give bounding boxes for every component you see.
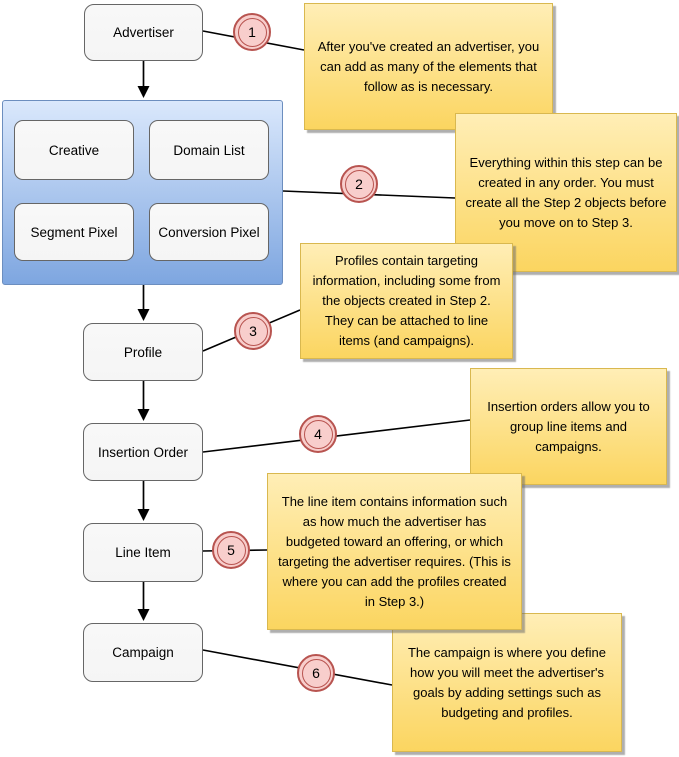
step-circle-5: 5 bbox=[212, 531, 250, 569]
note-1: After you've created an advertiser, you … bbox=[304, 3, 553, 130]
node-line-item: Line Item bbox=[83, 523, 203, 582]
step-1-number: 1 bbox=[248, 24, 256, 40]
note-5-text: The line item contains information such … bbox=[278, 493, 511, 609]
node-profile: Profile bbox=[83, 323, 203, 381]
step-circle-4-ring: 4 bbox=[303, 419, 333, 449]
step-circle-5-ring: 5 bbox=[216, 535, 246, 565]
step2-group-container: Creative Domain List Segment Pixel Conve… bbox=[2, 100, 283, 285]
note-6: The campaign is where you define how you… bbox=[392, 613, 622, 752]
note-5: The line item contains information such … bbox=[267, 473, 522, 630]
note-1-text: After you've created an advertiser, you … bbox=[317, 38, 540, 94]
node-creative: Creative bbox=[14, 120, 134, 180]
step-circle-3: 3 bbox=[234, 312, 272, 350]
step-circle-4: 4 bbox=[299, 415, 337, 453]
step-circle-3-ring: 3 bbox=[238, 316, 268, 346]
note-6-text: The campaign is where you define how you… bbox=[407, 644, 606, 720]
node-advertiser-label: Advertiser bbox=[113, 25, 174, 40]
node-segment-pixel-label: Segment Pixel bbox=[30, 224, 118, 240]
node-advertiser: Advertiser bbox=[84, 4, 203, 61]
step-circle-1-ring: 1 bbox=[237, 17, 267, 47]
step-circle-6: 6 bbox=[297, 654, 335, 692]
node-creative-label: Creative bbox=[48, 142, 100, 158]
node-campaign-label: Campaign bbox=[112, 645, 174, 660]
step-3-number: 3 bbox=[249, 323, 257, 339]
note-4: Insertion orders allow you to group line… bbox=[470, 368, 667, 485]
node-profile-label: Profile bbox=[123, 344, 163, 360]
node-campaign: Campaign bbox=[83, 623, 203, 682]
node-insertion-order: Insertion Order bbox=[83, 423, 203, 481]
step-6-number: 6 bbox=[312, 665, 320, 681]
step-2-number: 2 bbox=[355, 176, 363, 192]
node-domain-list: Domain List bbox=[149, 120, 269, 180]
note-2-text: Everything within this step can be creat… bbox=[465, 154, 667, 230]
step-circle-1: 1 bbox=[233, 13, 271, 51]
node-insertion-order-label: Insertion Order bbox=[97, 444, 189, 460]
step-circle-2-ring: 2 bbox=[344, 169, 374, 199]
note-3-text: Profiles contain targeting information, … bbox=[312, 253, 501, 348]
node-line-item-label: Line Item bbox=[115, 545, 171, 560]
step-5-number: 5 bbox=[227, 542, 235, 558]
node-domain-list-label: Domain List bbox=[173, 142, 245, 158]
note-3: Profiles contain targeting information, … bbox=[300, 243, 513, 359]
step-circle-6-ring: 6 bbox=[301, 658, 331, 688]
step-4-number: 4 bbox=[314, 426, 322, 442]
note-4-text: Insertion orders allow you to group line… bbox=[487, 398, 650, 454]
node-segment-pixel: Segment Pixel bbox=[14, 203, 134, 261]
node-conversion-pixel-label: Conversion Pixel bbox=[158, 224, 260, 240]
step-circle-2: 2 bbox=[340, 165, 378, 203]
node-conversion-pixel: Conversion Pixel bbox=[149, 203, 269, 261]
